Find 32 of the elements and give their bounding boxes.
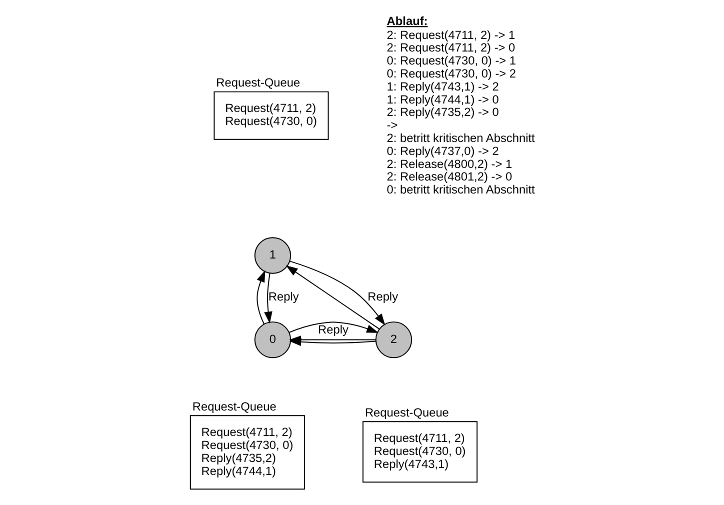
node-label: Request-Queue <box>216 75 300 90</box>
node-label: Request-Queue <box>192 399 276 414</box>
edge-label: Reply <box>268 290 299 304</box>
edge-label: Reply <box>318 322 348 336</box>
node-label: Request-Queue <box>364 405 449 420</box>
label: 2: Request(4711, 2) -> 1 <box>386 28 516 42</box>
label: 0: Request(4730, 0) -> 1 <box>386 54 516 68</box>
label: 1: Reply(4744,1) -> 0 <box>386 92 499 106</box>
node-box: Request(4711, 2) Request(4730, 0) Reply(4735,2) Reply(4744,1) <box>190 415 305 490</box>
node-box: Request(4711, 2) Request(4730, 0) <box>214 91 329 140</box>
label: 0: Request(4730, 0) -> 2 <box>386 66 516 81</box>
edge-label: Reply <box>368 290 398 304</box>
label: 2: Release(4800,2) -> 1 <box>386 156 512 171</box>
arrow <box>264 272 272 324</box>
node-box: Request(4711, 2) Request(4730, 0) Reply(4743,1) <box>362 421 478 483</box>
label: 2: Release(4801,2) -> 0 <box>386 170 512 184</box>
label: Ablauf: <box>386 14 428 28</box>
arrow <box>286 265 380 330</box>
node-circle: 0 <box>254 321 292 358</box>
node-circle: 2 <box>375 321 412 358</box>
node-circle: 1 <box>254 237 292 274</box>
arrow <box>256 270 266 324</box>
label: 2: Reply(4735,2) -> 0 <box>386 105 499 120</box>
label: 2: Request(4711, 2) -> 0 <box>386 40 516 55</box>
label: -> <box>386 118 398 132</box>
label: 0: Reply(4737,0) -> 2 <box>386 144 499 158</box>
label: 1: Reply(4743,1) -> 2 <box>386 79 499 94</box>
label: 2: betritt kritischen Abschnitt <box>386 131 535 145</box>
arrow <box>288 322 379 333</box>
arrow <box>289 336 376 344</box>
label: 0: betritt kritischen Abschnitt <box>386 182 535 197</box>
arrow <box>289 260 386 326</box>
